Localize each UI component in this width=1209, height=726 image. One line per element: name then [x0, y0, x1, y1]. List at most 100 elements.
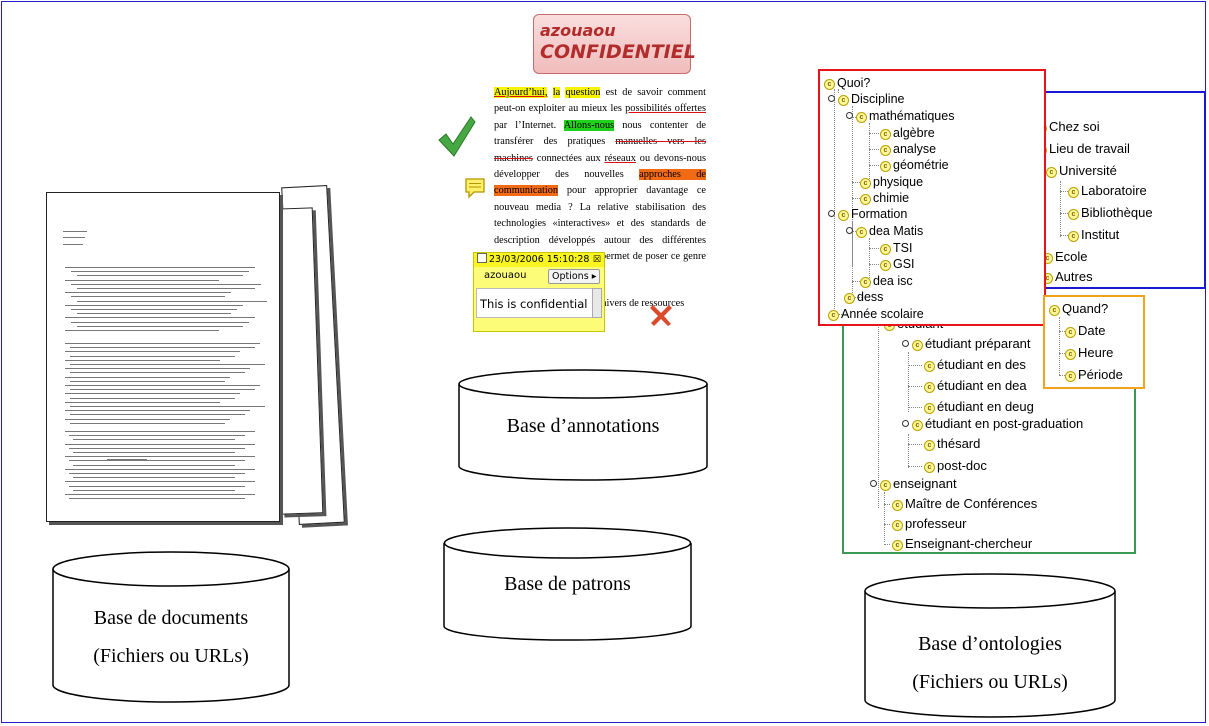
tree-connector [884, 492, 885, 542]
expand-pin-icon[interactable] [902, 340, 909, 347]
text-line [71, 283, 261, 285]
tree-node-label: étudiant préparant [925, 336, 1031, 351]
tree-node-label: TSI [893, 241, 913, 255]
tree-connector [1059, 375, 1065, 376]
highlighted-text[interactable]: possibilités offertes [625, 103, 706, 115]
tree-connector [1059, 331, 1065, 332]
tree-node-label: Discipline [851, 92, 905, 106]
expand-pin-icon[interactable] [902, 420, 909, 427]
text-line [70, 364, 265, 365]
tree-node-label: Date [1078, 323, 1106, 338]
concept-icon: c [892, 540, 903, 551]
highlighted-text[interactable]: la [552, 87, 561, 98]
text-line [70, 347, 255, 349]
tree-node-label: étudiant en post-graduation [925, 416, 1084, 431]
concept-icon: c [912, 340, 923, 351]
highlighted-text[interactable]: réseaux [604, 152, 636, 164]
concept-icon: c [924, 361, 935, 372]
concept-icon: c [844, 293, 855, 304]
concept-icon: c [856, 112, 867, 123]
expand-pin-icon[interactable] [870, 480, 877, 487]
text-line [70, 406, 265, 407]
expand-pin-icon[interactable] [828, 95, 835, 102]
tree-node-label: Ecole [1055, 249, 1088, 264]
text-line [77, 313, 231, 315]
text-line [65, 418, 230, 420]
text-line [69, 485, 245, 487]
database-annotations: Base d’annotations [458, 369, 708, 481]
expand-pin-icon[interactable] [846, 112, 853, 119]
tree-node-label: dea isc [873, 274, 913, 288]
tree-node-label: Enseignant-chercheur [905, 536, 1033, 551]
ontology-tree-lieu: cieucChez soicLieu de travailcUniversité… [1014, 91, 1206, 289]
highlighted-text[interactable]: Allons-nous [563, 119, 615, 131]
note-scrollbar[interactable] [592, 288, 602, 318]
highlighted-text[interactable]: question [565, 87, 601, 98]
tree-node-label: professeur [905, 516, 967, 531]
note-author: azouaou [484, 270, 527, 281]
concept-icon: c [880, 244, 891, 255]
text-segment: est de savoir comment peut-on exploiter … [494, 87, 707, 115]
database-documents: Base de documents (Fichiers ou URLs) [52, 551, 290, 703]
database-patterns-label: Base de patrons [504, 573, 631, 595]
note-text-field[interactable]: This is confidential [476, 288, 593, 318]
text-line [73, 477, 235, 479]
note-options-button[interactable]: Options ▸ [548, 269, 601, 284]
cylinder-shape [52, 551, 290, 703]
database-patterns: Base de patrons [443, 527, 692, 642]
concept-icon: c [880, 145, 891, 156]
text-line [69, 498, 245, 500]
tree-connector [869, 238, 870, 280]
highlighted-text[interactable]: manuelles vers les machines [494, 136, 706, 164]
tree-node-label: thésard [937, 436, 981, 451]
tree-connector [869, 264, 883, 265]
concept-icon: c [860, 178, 871, 189]
tree-connector [908, 352, 909, 412]
highlighted-text[interactable]: Aujourd’hui, [494, 87, 548, 98]
close-icon[interactable]: ☒ [592, 255, 601, 265]
expand-pin-icon[interactable] [846, 227, 853, 234]
annotation-note-popup[interactable]: 23/03/2006 15:10:28 ☒ azouaou Options ▸ … [473, 252, 605, 332]
tree-connector [1059, 353, 1065, 354]
concept-icon: c [1068, 231, 1079, 242]
concept-icon: c [892, 500, 903, 511]
expand-pin-icon[interactable] [828, 210, 835, 217]
tree-node[interactable]: cLieu de travail [1036, 141, 1130, 157]
